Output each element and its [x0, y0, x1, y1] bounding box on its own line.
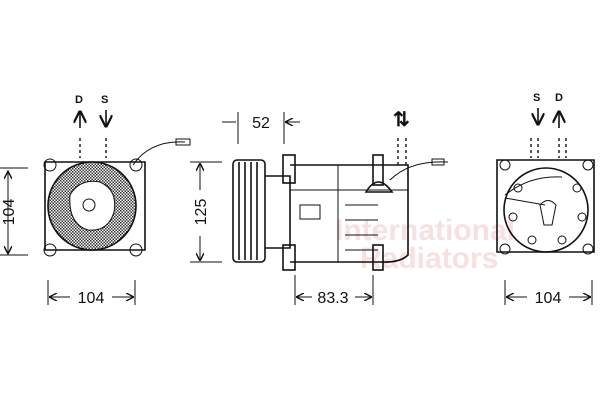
front-view: D S 104 104	[0, 94, 191, 307]
front-height-dim: 104	[1, 199, 18, 226]
port-label-s: S	[101, 94, 108, 106]
flow-direction-icon: ⇅	[393, 109, 410, 131]
rear-width-dim: 104	[535, 290, 562, 307]
port-label-d: D	[555, 92, 563, 104]
rear-view: S D 104	[496, 92, 595, 307]
port-label-d: D	[75, 94, 83, 106]
pulley	[232, 159, 266, 263]
port-label-s: S	[533, 92, 540, 104]
side-view: 52 125 ⇅ 83.3	[190, 109, 449, 307]
front-width-dim: 104	[78, 290, 105, 307]
side-offset-dim: 52	[252, 115, 270, 132]
side-length-dim: 83.3	[317, 290, 348, 307]
rear-housing	[503, 167, 589, 253]
side-height-dim: 125	[193, 199, 210, 226]
watermark: International Radiators	[335, 214, 515, 275]
